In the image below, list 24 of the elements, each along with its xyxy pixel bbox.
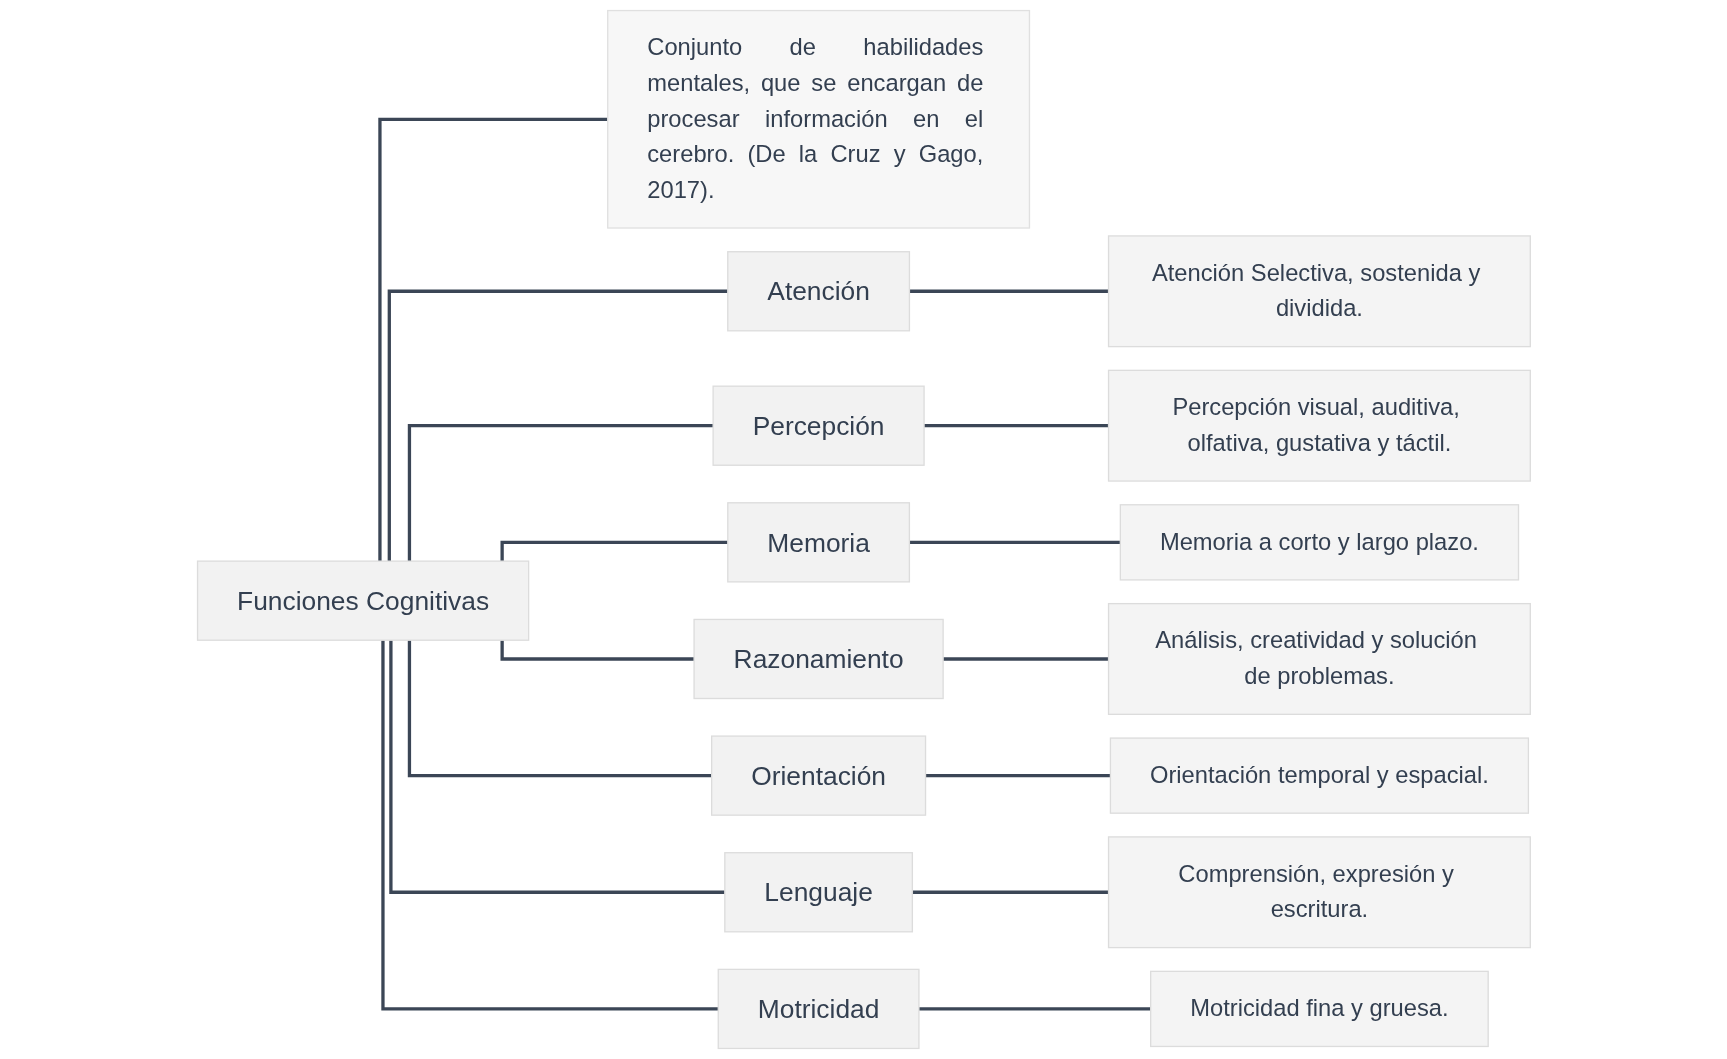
node-box: Análisis, creatividad y solución de problemas. xyxy=(1107,602,1531,715)
connector xyxy=(387,289,728,562)
node-box: Comprensión, expresión y escritura. xyxy=(1107,836,1531,949)
node-box: Atención Selectiva, sostenida y dividida. xyxy=(1107,235,1531,348)
node-box: Conjunto de habilidades mentales, que se encargan de procesar información en el cerebro. (De la Cruz y Gago, 2017). xyxy=(606,9,1030,229)
connector xyxy=(377,117,608,562)
node-box: Motricidad fina y gruesa. xyxy=(1149,970,1489,1048)
connector xyxy=(388,640,725,894)
connector xyxy=(380,640,718,1011)
node-box: Razonamiento xyxy=(693,618,944,700)
node-box: Memoria a corto y largo plazo. xyxy=(1119,504,1519,581)
node-box: Memoria xyxy=(726,502,910,583)
node-box: Motricidad xyxy=(717,968,920,1050)
node-box: Lenguaje xyxy=(723,852,913,933)
node-box: Orientación xyxy=(710,735,926,816)
connector xyxy=(500,640,694,661)
connector xyxy=(407,640,712,778)
node-box: Percepción visual, auditiva, olfativa, gustativa y táctil. xyxy=(1107,369,1531,482)
node-box: Orientación temporal y espacial. xyxy=(1109,737,1529,814)
connector xyxy=(500,540,728,562)
node-box: Atención xyxy=(726,251,910,332)
node-box: Percepción xyxy=(712,385,925,466)
connector xyxy=(407,424,713,562)
node-box: Funciones Cognitivas xyxy=(196,560,529,641)
